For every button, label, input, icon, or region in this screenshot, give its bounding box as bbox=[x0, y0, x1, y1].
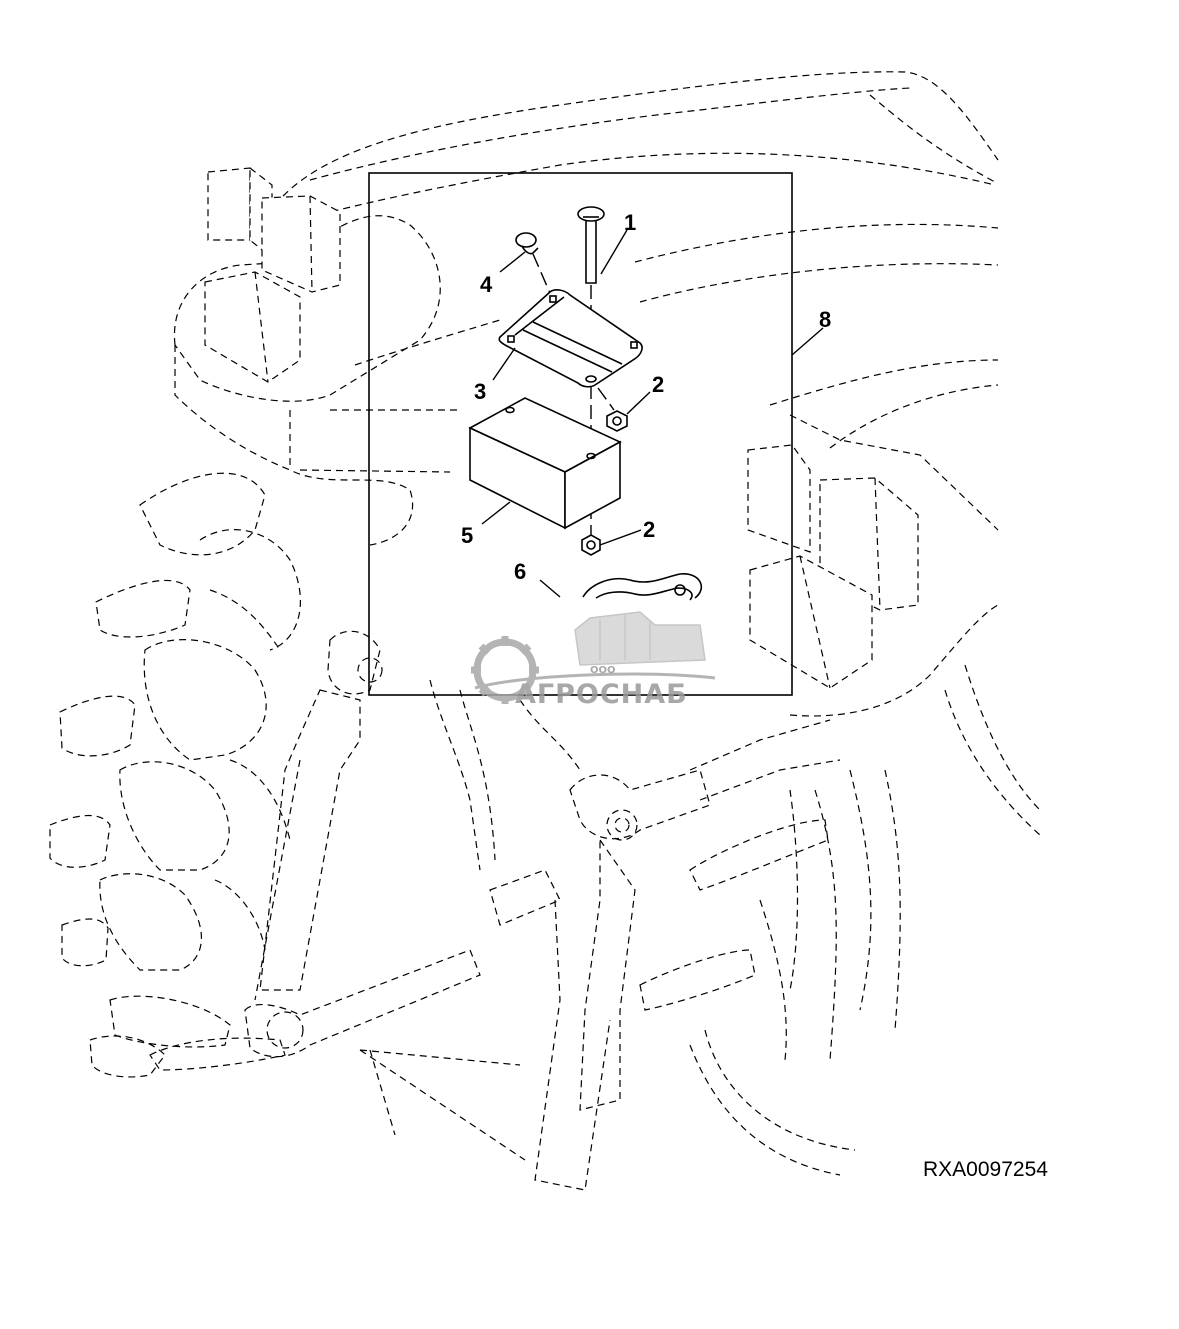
right-rear-tire bbox=[639, 664, 1041, 1176]
left-work-lights bbox=[204, 166, 341, 383]
leader-3 bbox=[492, 347, 516, 381]
watermark-company-name: АГРОСНАБ bbox=[515, 679, 688, 710]
leader-5 bbox=[481, 501, 511, 525]
battery-box bbox=[468, 397, 622, 530]
leader-4 bbox=[499, 251, 526, 273]
nut-upper bbox=[606, 410, 628, 432]
callout-8: 8 bbox=[819, 307, 831, 332]
leader-8 bbox=[791, 327, 824, 356]
gear-icon bbox=[471, 636, 539, 704]
callout-5: 5 bbox=[461, 523, 473, 548]
carriage-bolt bbox=[577, 206, 605, 284]
battery-box-assembly bbox=[468, 206, 703, 601]
cover-plate bbox=[498, 289, 643, 411]
callout-2-lower: 2 bbox=[643, 517, 655, 542]
nut-lower bbox=[581, 534, 601, 556]
callout-4: 4 bbox=[480, 272, 493, 297]
leader-6 bbox=[539, 579, 561, 598]
agrosnab-watermark: ООО АГРОСНАБ bbox=[471, 611, 716, 710]
tractor-background bbox=[49, 71, 1041, 1191]
left-rear-tire bbox=[49, 472, 301, 1078]
callout-2-upper: 2 bbox=[652, 372, 664, 397]
callout-3: 3 bbox=[474, 379, 486, 404]
callout-6: 6 bbox=[514, 559, 526, 584]
leader-lines bbox=[481, 229, 824, 598]
leader-2a bbox=[626, 391, 651, 415]
leader-1 bbox=[600, 229, 628, 275]
watermark-company-form: ООО bbox=[590, 665, 616, 676]
rear-hitch bbox=[149, 630, 841, 1191]
hold-down-strap bbox=[582, 573, 703, 601]
combine-harvester-icon bbox=[574, 611, 706, 666]
leader-2b bbox=[599, 529, 642, 546]
figure-code: RXA0097254 bbox=[923, 1158, 1048, 1181]
screw bbox=[515, 232, 554, 301]
right-work-lights bbox=[747, 444, 919, 689]
detail-frame bbox=[368, 172, 793, 696]
callouts: 1 4 8 2 3 2 5 6 bbox=[461, 210, 831, 584]
callout-1: 1 bbox=[624, 210, 636, 235]
